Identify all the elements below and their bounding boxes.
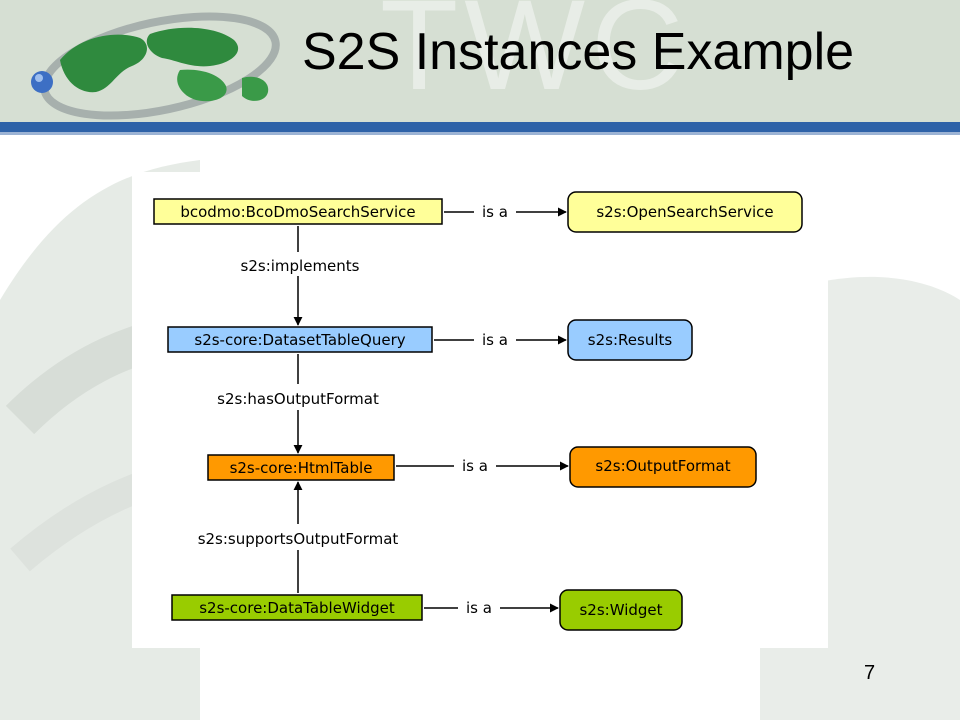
instance-label-html: s2s-core:HtmlTable: [230, 459, 373, 477]
page-number: 7: [864, 662, 876, 684]
instance-node-bcodmo: bcodmo:BcoDmoSearchService: [153, 198, 443, 225]
instance-label-bcodmo: bcodmo:BcoDmoSearchService: [180, 203, 415, 221]
instance-node-html: s2s-core:HtmlTable: [207, 454, 395, 481]
header-divider-accent: [0, 132, 960, 135]
type-edge-label: is a: [482, 331, 508, 349]
edge-label-has-output-format: s2s:hasOutputFormat: [217, 390, 379, 408]
type-edge-4: is a: [424, 599, 559, 617]
class-node-oss: s2s:OpenSearchService: [567, 191, 803, 233]
class-node-outfmt: s2s:OutputFormat: [569, 446, 757, 488]
edge-has-output-format: s2s:hasOutputFormat: [217, 354, 379, 454]
class-label-widget: s2s:Widget: [579, 601, 662, 619]
class-label-oss: s2s:OpenSearchService: [596, 203, 773, 221]
instance-node-widget: s2s-core:DataTableWidget: [171, 594, 423, 621]
header-watermark: TWC: [380, 0, 690, 117]
class-label-results: s2s:Results: [588, 331, 673, 349]
type-edge-2: is a: [434, 331, 567, 349]
globe-logo-icon: [31, 12, 280, 120]
edge-supports-output-format: s2s:supportsOutputFormat: [198, 481, 399, 593]
instances-diagram: bcodmo:BcoDmoSearchService s2s-core:Data…: [153, 191, 803, 631]
class-label-outfmt: s2s:OutputFormat: [595, 457, 730, 475]
class-node-widget: s2s:Widget: [559, 589, 683, 631]
type-edge-3: is a: [396, 457, 569, 475]
edge-label-supports-output-format: s2s:supportsOutputFormat: [198, 530, 399, 548]
instance-node-query: s2s-core:DatasetTableQuery: [167, 326, 433, 353]
type-edge-label: is a: [482, 203, 508, 221]
edge-implements: s2s:implements: [241, 226, 360, 326]
slide-title: S2S Instances Example: [302, 23, 855, 81]
class-node-results: s2s:Results: [567, 319, 693, 361]
header-divider-bar: [0, 122, 960, 132]
type-edge-label: is a: [466, 599, 492, 617]
type-edge-label: is a: [462, 457, 488, 475]
instance-label-widget: s2s-core:DataTableWidget: [199, 599, 395, 617]
diagram-panel: [132, 172, 828, 648]
instance-label-query: s2s-core:DatasetTableQuery: [194, 331, 405, 349]
type-edge-1: is a: [444, 203, 567, 221]
edge-label-implements: s2s:implements: [241, 257, 360, 275]
